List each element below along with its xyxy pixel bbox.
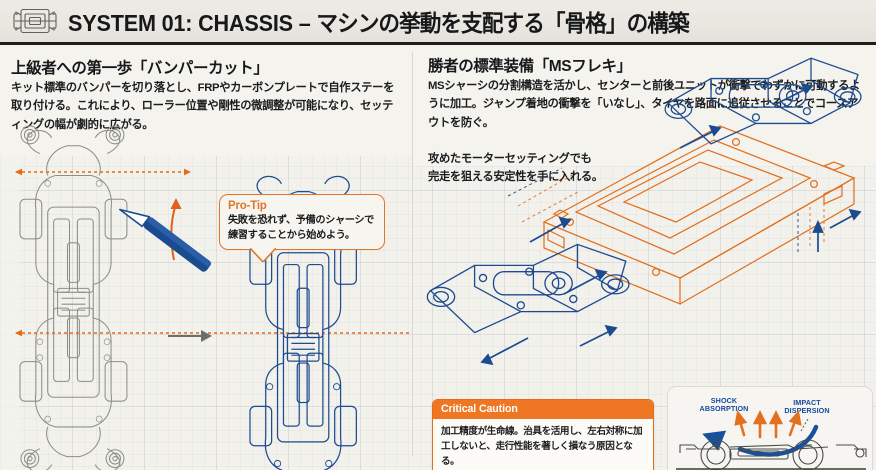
front-unit-exploded xyxy=(426,243,630,334)
page-header: SYSTEM 01: CHASSIS – マシンの挙動を支配する「骨格」の構築 xyxy=(0,0,876,45)
page-title-en: SYSTEM 01: CHASSIS xyxy=(68,10,293,36)
rear-unit-exploded xyxy=(664,57,862,145)
center-chassis-exploded xyxy=(542,125,856,305)
wash-left-top xyxy=(0,46,412,156)
bumper-cut-diagram xyxy=(15,125,412,470)
pro-tip-callout: Pro-Tip 失敗を恐れず、予備のシャーシで練習することから始めよう。 xyxy=(219,194,385,263)
alignment-guides xyxy=(517,173,825,246)
page-title-jp: マシンの挙動を支配する「骨格」の構築 xyxy=(316,10,689,36)
left-section-body: キット標準のバンパーを切り落とし、FRPやカーボンプレートで自作ステーを取り付け… xyxy=(11,82,395,131)
chassis-before-cut xyxy=(19,125,128,470)
flex-motion-inset: SHOCK ABSORPTION IMPACT DISPERSION xyxy=(667,386,873,470)
critical-caution-heading: Critical Caution xyxy=(433,400,653,419)
pro-tip-label: Pro-Tip xyxy=(228,200,267,212)
peel-arrow xyxy=(170,203,177,261)
page-title-separator: – xyxy=(298,10,311,36)
motion-arrows xyxy=(480,82,862,366)
impact-dispersion-label: IMPACT DISPERSION xyxy=(784,398,830,416)
column-divider xyxy=(412,52,413,456)
shock-absorption-label: SHOCK ABSORPTION xyxy=(699,396,749,414)
right-column: 勝者の標準装備「MSフレキ」 MSシャーシの分割構造を活かし、センターと前後ユニ… xyxy=(412,46,876,470)
wash-left-edge xyxy=(0,156,20,470)
peel-arrow-head xyxy=(170,198,182,209)
alignment-guides-blue xyxy=(507,167,799,252)
left-section-title: 上級者への第一歩「バンパーカット」 xyxy=(11,60,269,77)
pro-tip-pointer xyxy=(250,248,276,263)
right-section-title: 勝者の標準装備「MSフレキ」 xyxy=(428,58,632,75)
side-view-flex-illustration xyxy=(676,409,867,470)
cut-line-arrowhead xyxy=(15,168,191,337)
pro-tip-text: 失敗を恐れず、予備のシャーシで練習することから始めよう。 xyxy=(228,215,374,241)
right-section-body-2: 攻めたモーターセッティングでも 完走を狙える安定性を手に入れる。 xyxy=(428,153,603,184)
transform-arrow-head xyxy=(201,330,212,342)
page-title: SYSTEM 01: CHASSIS – マシンの挙動を支配する「骨格」の構築 xyxy=(68,4,690,38)
craft-knife xyxy=(119,208,212,272)
cut-line xyxy=(16,171,412,334)
critical-caution-text: 加工精度が生命線。治具を活用し、左右対称に加工しないと、走行性能を著しく損なう原… xyxy=(433,419,653,470)
chassis-top-view-icon xyxy=(12,6,58,36)
left-column: 上級者への第一歩「バンパーカット」 キット標準のバンパーを切り落とし、FRPやカ… xyxy=(0,46,412,470)
critical-caution-box: Critical Caution 加工精度が生命線。治具を活用し、左右対称に加工… xyxy=(432,399,654,470)
ms-flex-exploded-diagram xyxy=(426,57,862,366)
